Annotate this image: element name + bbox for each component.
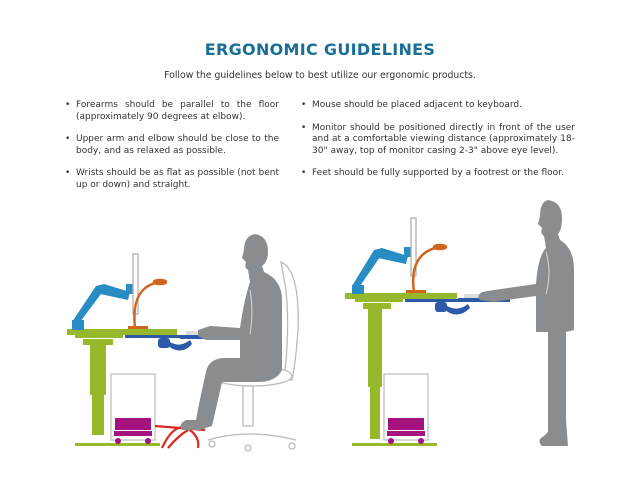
seated-workstation <box>67 234 299 452</box>
arm-outline <box>249 289 253 335</box>
guideline-mouse: Mouse should be placed adjacent to keybo… <box>300 100 575 112</box>
page-title: ERGONOMIC GUIDELINES <box>204 40 436 59</box>
cpu-holder-icon-standing <box>383 373 429 444</box>
standing-person-icon <box>478 200 574 446</box>
arm-outline-standing <box>545 251 550 295</box>
seated-person-icon <box>180 234 282 430</box>
desk-lamp-icon-standing <box>406 243 448 293</box>
guideline-feet: Feet should be fully supported by a foot… <box>300 168 575 180</box>
desk-lamp-icon <box>128 278 168 329</box>
sit-stand-desk <box>67 329 177 446</box>
monitor-arm-icon-standing <box>352 247 414 294</box>
page-subtitle: Follow the guidelines below to best util… <box>164 70 476 81</box>
monitor-arm-icon <box>72 284 136 330</box>
standing-workstation <box>345 200 574 446</box>
guideline-monitor: Monitor should be positioned directly in… <box>300 123 575 158</box>
guideline-forearms: Forearms should be parallel to the floor… <box>64 100 279 123</box>
guidelines-left-column: Forearms should be parallel to the floor… <box>64 100 279 202</box>
guideline-wrists: Wrists should be as flat as possible (no… <box>64 168 279 191</box>
guideline-upper-arm: Upper arm and elbow should be close to t… <box>64 134 279 157</box>
guidelines-right-column: Mouse should be placed adjacent to keybo… <box>300 100 575 191</box>
sit-stand-desk-standing <box>345 293 457 446</box>
cpu-holder-icon <box>110 373 156 444</box>
